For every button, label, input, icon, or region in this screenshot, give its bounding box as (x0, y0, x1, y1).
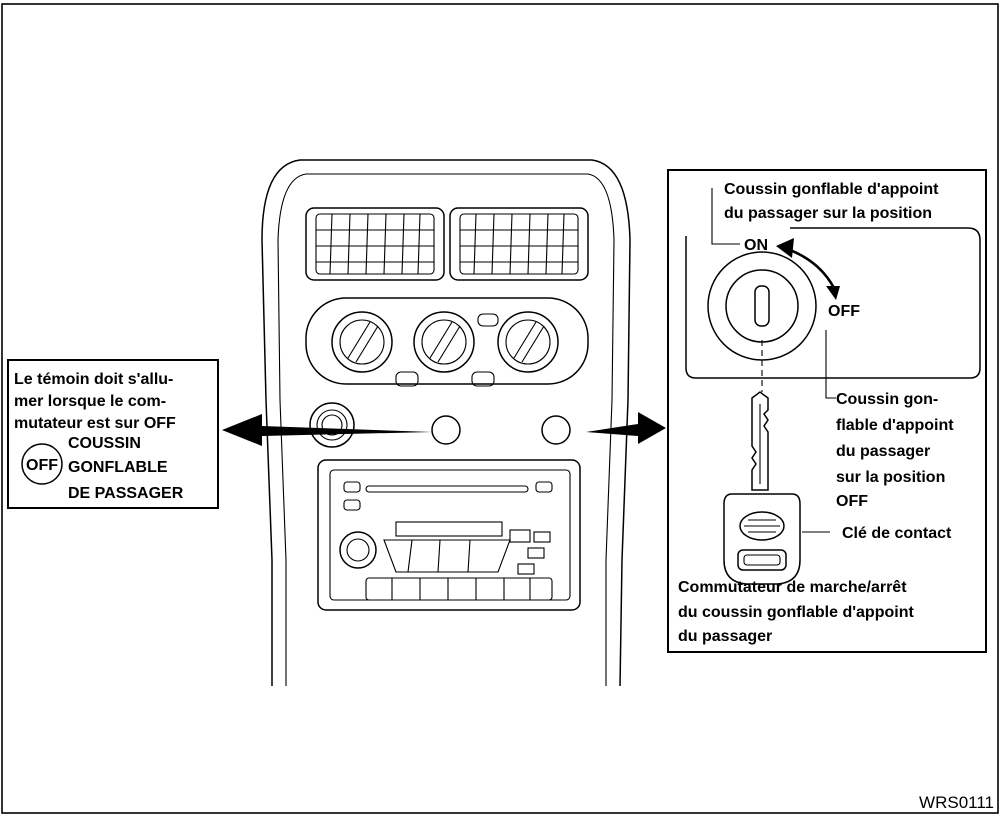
switch-caption-line-3: du passager (678, 628, 772, 645)
left-callout-box: Le témoin doit s'allu- mer lorsque le co… (7, 359, 219, 509)
off-indicator-label: OFF (26, 457, 58, 474)
off-caption-line-5: OFF (836, 493, 868, 510)
rotation-arrow-icon (789, 248, 836, 289)
figure-code: WRS0111 (919, 793, 994, 812)
indicator-text-line-3: DE PASSAGER (68, 485, 184, 502)
left-callout-line-2: mer lorsque le com- (14, 393, 166, 410)
off-caption-line-3: du passager (836, 443, 930, 460)
on-position-label: ON (744, 237, 768, 254)
center-console (222, 159, 666, 687)
right-callout-box: Coussin gonflable d'appoint du passager … (667, 169, 987, 653)
off-caption-line-2: flable d'appoint (836, 417, 954, 434)
air-vent-right (449, 207, 589, 281)
left-callout-line-1: Le témoin doit s'allu- (14, 371, 173, 388)
round-switch (309, 402, 355, 448)
arrow-to-left-callout (222, 414, 432, 446)
knob-center (413, 311, 475, 373)
indicator-lamp-left (431, 415, 461, 445)
switch-caption-line-2: du coussin gonflable d'appoint (678, 604, 914, 621)
on-caption-line-1: Coussin gonflable d'appoint (724, 181, 939, 198)
knob-right (497, 311, 559, 373)
ignition-key-icon (723, 340, 801, 585)
climate-control-panel (305, 297, 589, 387)
air-vent-left (305, 207, 445, 281)
off-position-label: OFF (828, 303, 860, 320)
key-label: Clé de contact (842, 525, 952, 542)
off-caption-line-1: Coussin gon- (836, 391, 938, 408)
left-callout-line-3: mutateur est sur OFF (14, 415, 176, 432)
knob-left (331, 311, 393, 373)
off-caption-line-4: sur la position (836, 469, 945, 486)
audio-unit (317, 459, 581, 611)
switch-caption-line-1: Commutateur de marche/arrêt (678, 579, 907, 596)
indicator-lamp-right (541, 415, 571, 445)
arrow-to-right-callout (586, 412, 666, 444)
indicator-text-line-1: COUSSIN (68, 435, 141, 452)
off-indicator-icon (21, 443, 63, 485)
indicator-text-line-2: GONFLABLE (68, 459, 168, 476)
on-caption-line-2: du passager sur la position (724, 205, 932, 222)
